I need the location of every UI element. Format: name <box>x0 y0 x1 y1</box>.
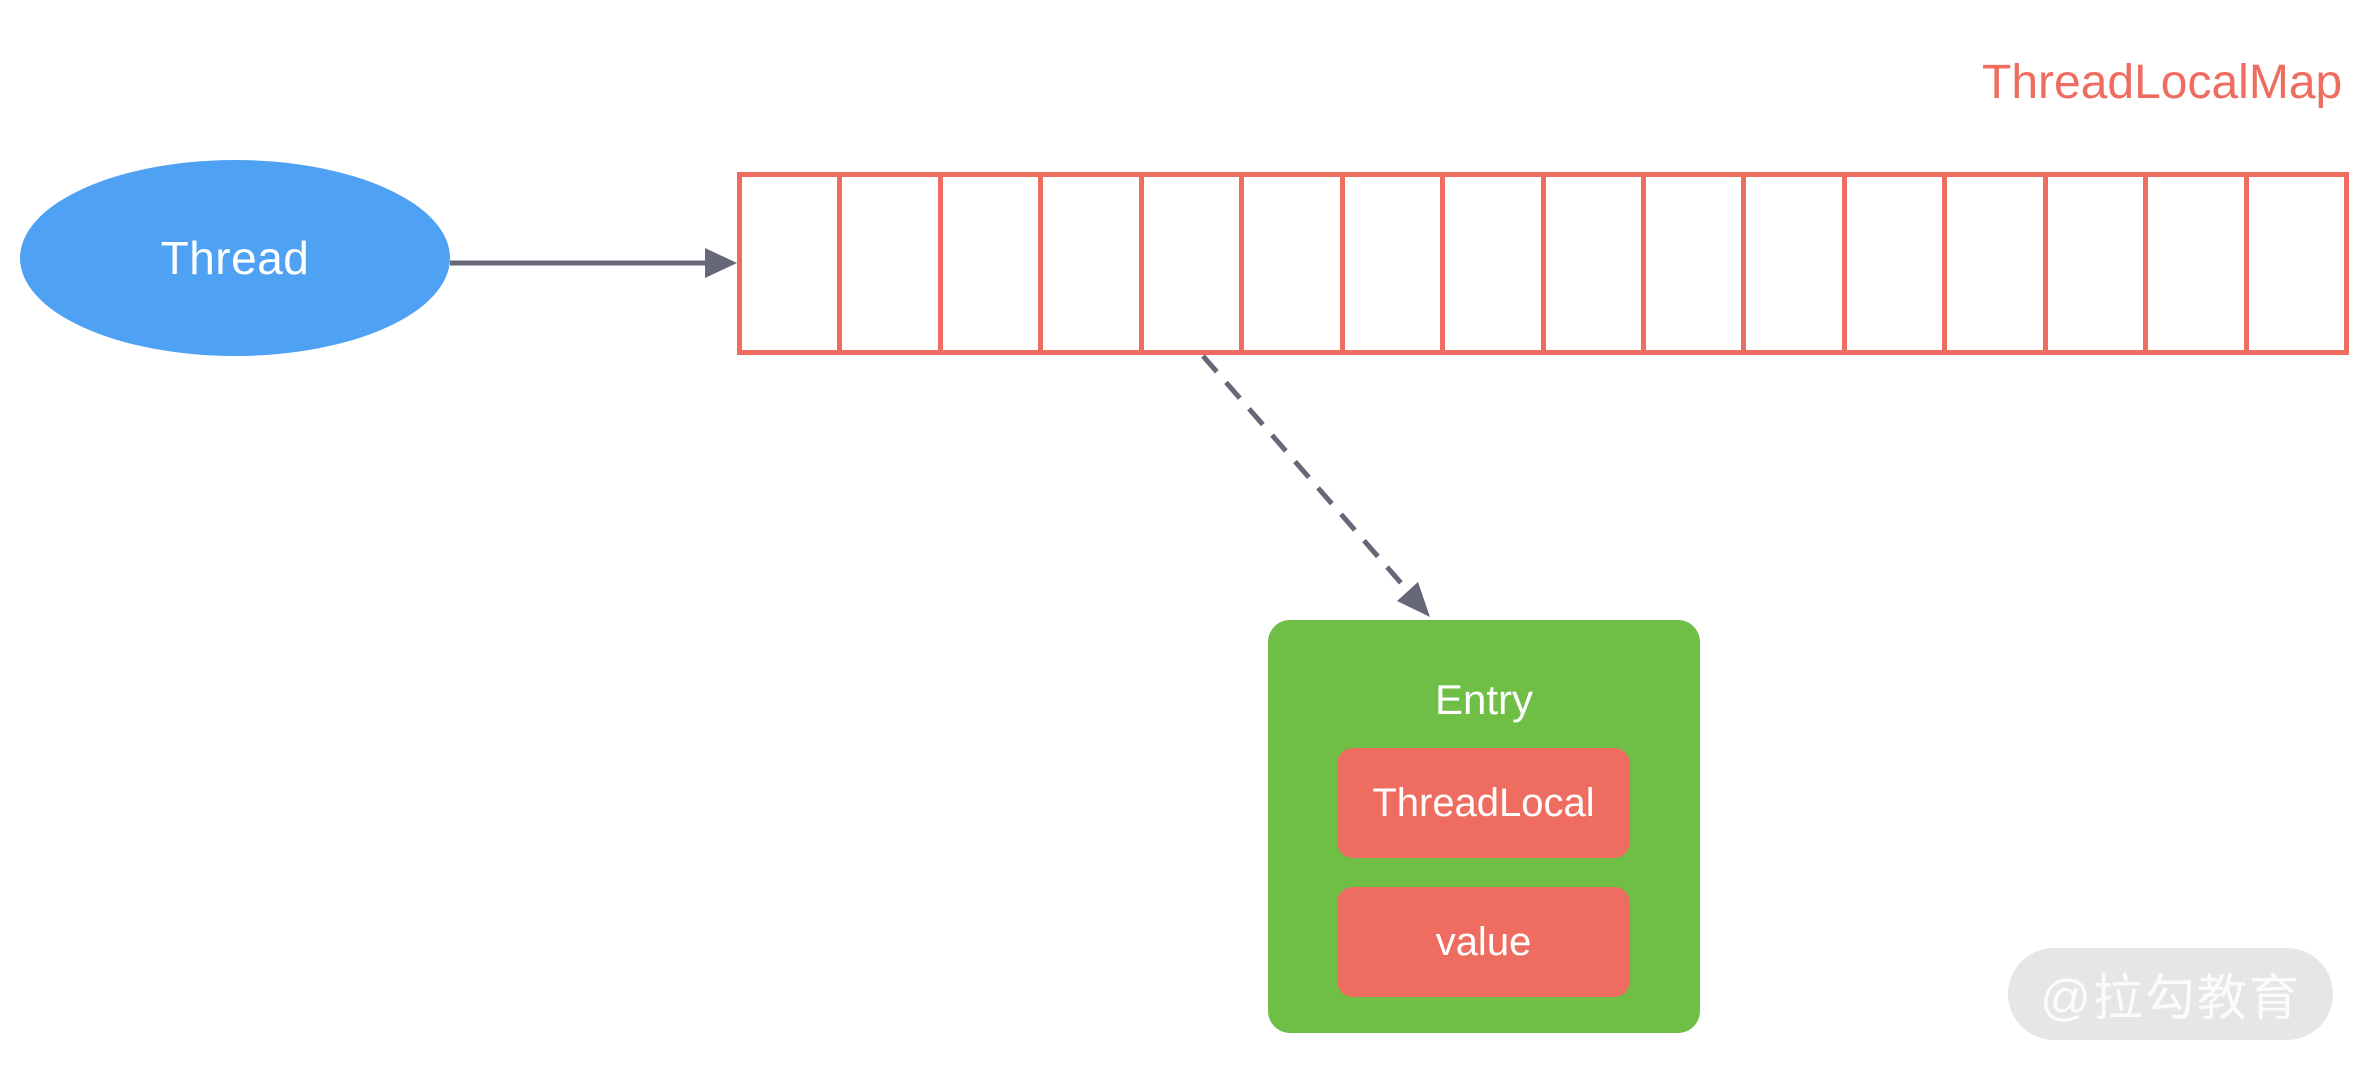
bucket-cell <box>1646 177 1747 350</box>
bucket-cell <box>842 177 943 350</box>
bucket-cell <box>2148 177 2249 350</box>
bucket-cell <box>1546 177 1646 350</box>
bucket-cell <box>1947 177 2048 350</box>
bucket-cell <box>943 177 1044 350</box>
entry-value-label: value <box>1435 919 1532 964</box>
bucket-array <box>737 172 2349 355</box>
bucket-cell <box>2048 177 2149 350</box>
entry-value-slot: value <box>1337 887 1630 997</box>
entry-threadlocal-label: ThreadLocal <box>1372 780 1595 825</box>
thread-label: Thread <box>160 232 310 284</box>
bucket-cell <box>2249 177 2344 350</box>
bucket-cell <box>742 177 843 350</box>
bucket-cell <box>1345 177 1446 350</box>
bucket-cell <box>1043 177 1144 350</box>
bucket-cell <box>1445 177 1546 350</box>
thread-node: Thread <box>20 160 450 356</box>
entry-threadlocal-slot: ThreadLocal <box>1337 748 1630 858</box>
bucket-cell <box>1144 177 1245 350</box>
bucket-to-entry-arrow <box>1201 354 1430 617</box>
watermark-badge: @拉勾教育 <box>2008 948 2333 1040</box>
entry-title: Entry <box>1434 676 1534 723</box>
threadlocalmap-title: ThreadLocalMap <box>1982 56 2343 109</box>
bucket-cell <box>1244 177 1345 350</box>
watermark-text: @拉勾教育 <box>2040 970 2301 1026</box>
entry-box: Entry ThreadLocal value <box>1268 620 1700 1033</box>
bucket-cell <box>1746 177 1847 350</box>
thread-to-map-arrow <box>450 248 737 278</box>
bucket-cell <box>1847 177 1948 350</box>
